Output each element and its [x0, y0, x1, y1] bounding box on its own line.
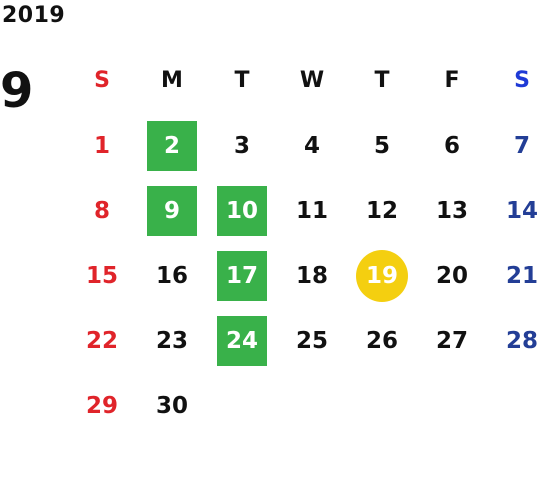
calendar-grid: S M T W T F S 1 2 3 4 5 6 7 8 9 10 11 12… — [67, 48, 548, 503]
day-number: 28 — [505, 327, 538, 354]
day-number: 3 — [233, 132, 250, 159]
day-number: 12 — [365, 197, 398, 224]
day-number: 14 — [505, 197, 538, 224]
weekday-header-tuesday: T — [234, 68, 250, 93]
day-number: 20 — [435, 262, 468, 289]
day-cell[interactable]: 23 — [137, 308, 207, 373]
day-cell[interactable]: 2 — [137, 113, 207, 178]
empty-cell — [277, 373, 347, 438]
day-number: 8 — [93, 197, 110, 224]
day-cell[interactable]: 9 — [137, 178, 207, 243]
day-cell[interactable]: 12 — [347, 178, 417, 243]
weekday-header-saturday: S — [514, 68, 530, 93]
weekday-header-wednesday: W — [299, 68, 325, 93]
day-cell[interactable]: 24 — [207, 308, 277, 373]
day-cell[interactable]: 18 — [277, 243, 347, 308]
empty-cell — [417, 373, 487, 438]
day-cell[interactable]: 17 — [207, 243, 277, 308]
day-number: 25 — [295, 327, 328, 354]
day-cell[interactable]: 8 — [67, 178, 137, 243]
day-cell[interactable]: 4 — [277, 113, 347, 178]
day-cell[interactable]: 29 — [67, 373, 137, 438]
day-number: 22 — [85, 327, 118, 354]
day-cell[interactable]: 25 — [277, 308, 347, 373]
empty-cell — [347, 373, 417, 438]
day-cell[interactable]: 26 — [347, 308, 417, 373]
day-cell[interactable]: 1 — [67, 113, 137, 178]
day-cell[interactable]: 20 — [417, 243, 487, 308]
day-number: 30 — [155, 392, 188, 419]
day-cell[interactable]: 15 — [67, 243, 137, 308]
day-number: 2 — [147, 120, 197, 171]
day-cell[interactable]: 13 — [417, 178, 487, 243]
day-cell[interactable]: 7 — [487, 113, 548, 178]
day-number: 4 — [303, 132, 320, 159]
day-cell[interactable]: 10 — [207, 178, 277, 243]
day-cell[interactable]: 27 — [417, 308, 487, 373]
month-number: 9 — [0, 63, 34, 119]
day-number: 15 — [85, 262, 118, 289]
day-number: 16 — [155, 262, 188, 289]
day-cell[interactable]: 21 — [487, 243, 548, 308]
day-cell[interactable]: 6 — [417, 113, 487, 178]
day-number: 24 — [217, 315, 267, 366]
today-cell[interactable]: 19 — [347, 243, 417, 308]
day-cell[interactable]: 28 — [487, 308, 548, 373]
day-cell[interactable]: 3 — [207, 113, 277, 178]
day-cell[interactable]: 30 — [137, 373, 207, 438]
day-number: 18 — [295, 262, 328, 289]
today-marker: 19 — [356, 249, 408, 302]
day-number: 1 — [93, 132, 110, 159]
day-cell[interactable]: 11 — [277, 178, 347, 243]
day-number: 7 — [513, 132, 530, 159]
weekday-header-monday: M — [161, 68, 183, 93]
day-number: 9 — [147, 185, 197, 236]
weekday-header-friday: F — [444, 68, 460, 93]
day-number: 11 — [295, 197, 328, 224]
year-label: 2019 — [2, 3, 66, 28]
day-number: 5 — [373, 132, 390, 159]
weekday-header-sunday: S — [94, 68, 110, 93]
day-number: 23 — [155, 327, 188, 354]
day-number: 29 — [85, 392, 118, 419]
day-cell[interactable]: 5 — [347, 113, 417, 178]
day-number: 6 — [443, 132, 460, 159]
day-number: 13 — [435, 197, 468, 224]
day-number: 10 — [217, 185, 267, 236]
day-cell[interactable]: 16 — [137, 243, 207, 308]
day-number: 26 — [365, 327, 398, 354]
day-cell[interactable]: 22 — [67, 308, 137, 373]
day-number: 21 — [505, 262, 538, 289]
day-cell[interactable]: 14 — [487, 178, 548, 243]
empty-cell — [487, 373, 548, 438]
weekday-header-thursday: T — [374, 68, 390, 93]
day-number: 17 — [217, 250, 267, 301]
day-number: 27 — [435, 327, 468, 354]
empty-cell — [207, 373, 277, 438]
